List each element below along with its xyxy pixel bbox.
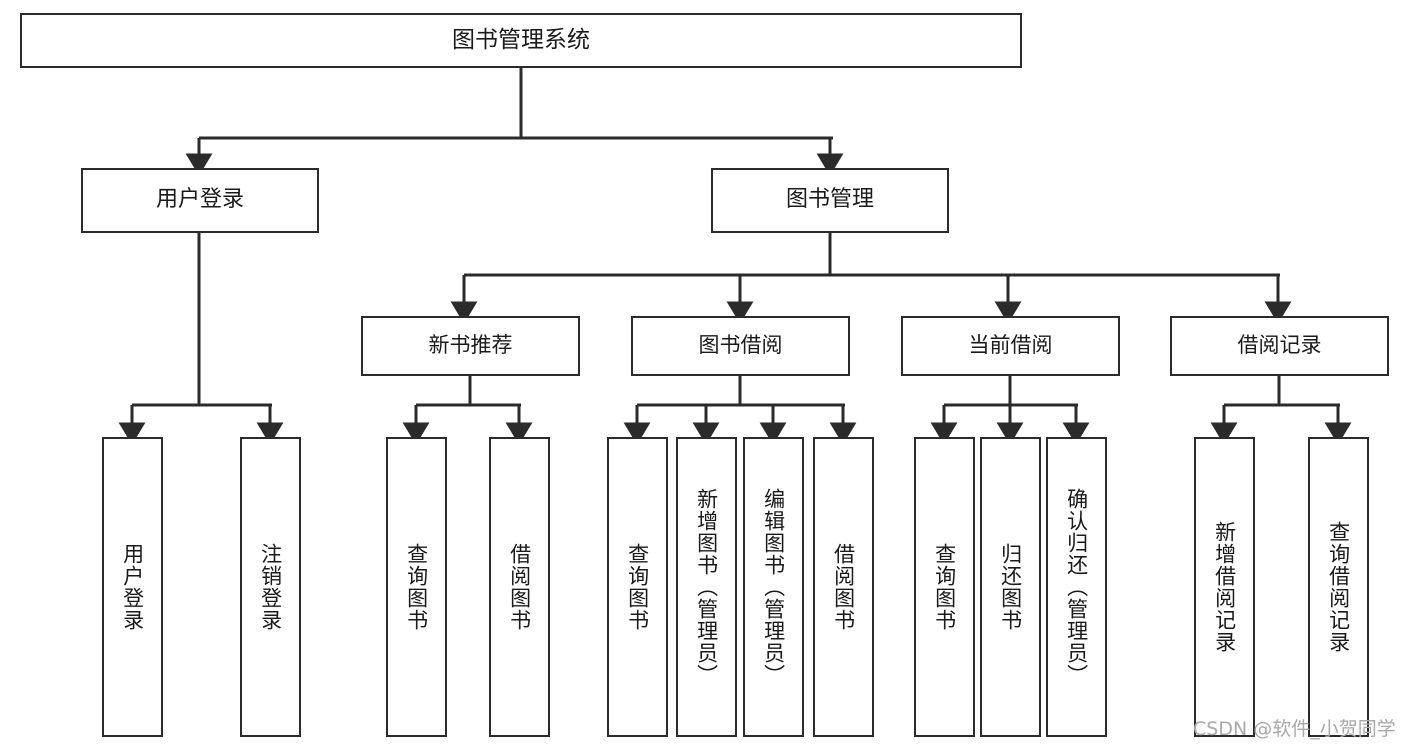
node-label: 当前借阅 [968,333,1053,358]
node-label: 图书管理 [785,187,874,213]
leaf-query-borrow-record[interactable]: 查询借阅记录 [1308,437,1369,737]
leaf-add-borrow-record[interactable]: 新增借阅记录 [1194,437,1255,737]
node-label: 确认归还（管理员） [1064,488,1089,686]
node-label: 新增图书（管理员） [694,488,719,686]
leaf-borrow-book[interactable]: 借阅图书 [813,437,874,737]
node-label: 新书推荐 [428,333,513,358]
node-current-borrow[interactable]: 当前借阅 [901,316,1120,376]
node-root-system[interactable]: 图书管理系统 [20,13,1022,68]
node-label: 查询图书 [625,543,650,631]
node-label: 借阅图书 [507,543,532,631]
node-label: 图书借阅 [698,333,783,358]
node-label: 用户登录 [155,187,244,213]
node-label: 借阅图书 [831,543,856,631]
node-book-management[interactable]: 图书管理 [711,168,949,233]
node-book-borrow[interactable]: 图书借阅 [631,316,850,376]
node-user-login[interactable]: 用户登录 [81,168,319,233]
node-new-book-recommend[interactable]: 新书推荐 [361,316,580,376]
node-label: 查询图书 [932,543,957,631]
node-label: 查询图书 [404,543,429,631]
node-label: 借阅记录 [1237,333,1322,358]
node-label: 查询借阅记录 [1326,521,1351,653]
csdn-watermark: CSDN @软件_小贺同学 [1193,718,1396,740]
leaf-user-login[interactable]: 用户登录 [102,437,163,737]
leaf-confirm-return-admin[interactable]: 确认归还（管理员） [1046,437,1107,737]
leaf-borrow-book-recommend[interactable]: 借阅图书 [489,437,550,737]
node-label: 图书管理系统 [452,26,590,53]
leaf-add-book-admin[interactable]: 新增图书（管理员） [676,437,737,737]
leaf-edit-book-admin[interactable]: 编辑图书（管理员） [743,437,804,737]
leaf-user-logout[interactable]: 注销登录 [240,437,301,737]
leaf-query-book-current[interactable]: 查询图书 [914,437,975,737]
node-label: 新增借阅记录 [1212,521,1237,653]
leaf-query-book-recommend[interactable]: 查询图书 [386,437,447,737]
node-label: 注销登录 [258,543,283,631]
node-label: 归还图书 [998,543,1023,631]
leaf-query-book-borrow[interactable]: 查询图书 [607,437,668,737]
node-label: 用户登录 [120,543,145,631]
node-borrow-record[interactable]: 借阅记录 [1170,316,1389,376]
node-label: 编辑图书（管理员） [761,488,786,686]
leaf-return-book[interactable]: 归还图书 [980,437,1041,737]
